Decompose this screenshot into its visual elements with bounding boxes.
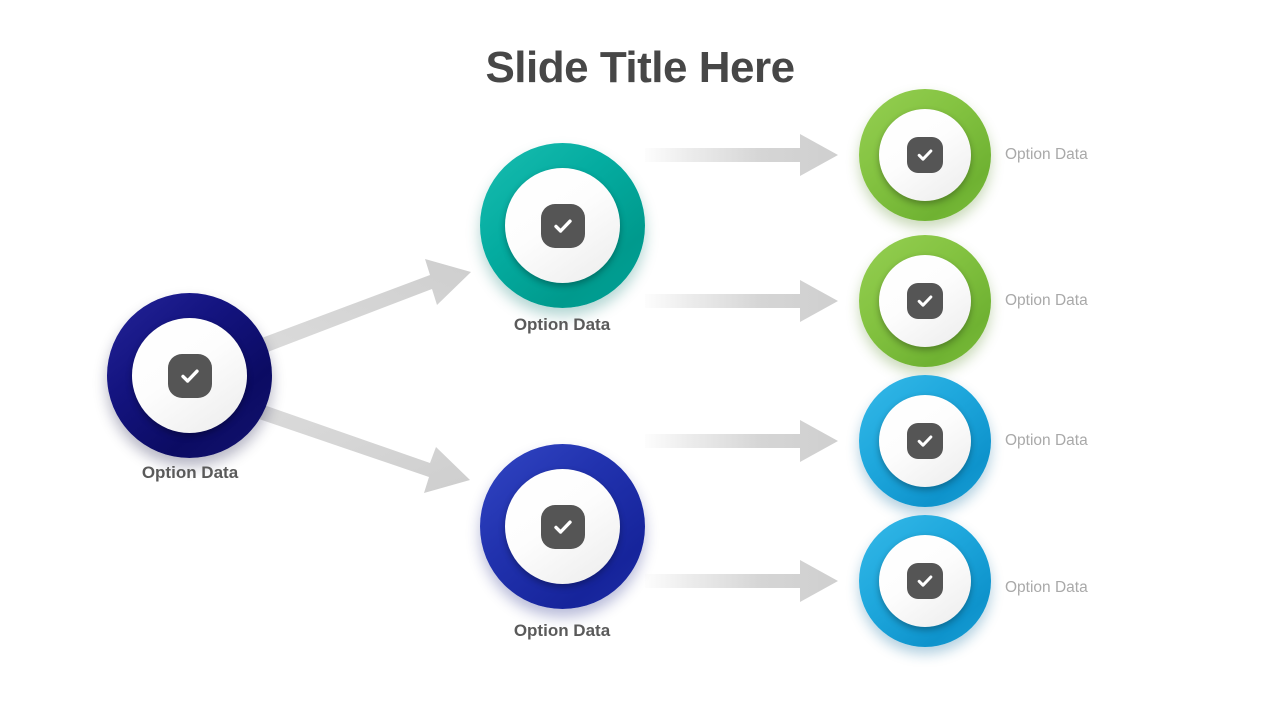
check-circle-icon bbox=[907, 283, 943, 319]
arrow-right-icon-branch-1-to-leaf-1 bbox=[645, 134, 838, 176]
node-leaf-3-inner bbox=[879, 395, 971, 487]
node-leaf-4-inner bbox=[879, 535, 971, 627]
node-leaf-2[interactable] bbox=[859, 235, 991, 367]
node-leaf-1[interactable] bbox=[859, 89, 991, 221]
check-circle-icon bbox=[540, 203, 585, 248]
node-leaf-1-inner bbox=[879, 109, 971, 201]
page-title: Slide Title Here bbox=[485, 43, 795, 92]
node-leaf-3[interactable] bbox=[859, 375, 991, 507]
node-branch-2-label: Option Data bbox=[513, 621, 611, 640]
node-branch-1-label: Option Data bbox=[513, 315, 611, 334]
arrow-right-icon-root-to-branch-1 bbox=[259, 259, 471, 353]
node-branch-2-inner bbox=[505, 469, 620, 584]
node-root-inner bbox=[132, 318, 247, 433]
node-leaf-4[interactable] bbox=[859, 515, 991, 647]
node-branch-1-inner bbox=[505, 168, 620, 283]
node-leaf-2-inner bbox=[879, 255, 971, 347]
check-circle-icon bbox=[907, 137, 943, 173]
node-root-label: Option Data bbox=[141, 463, 239, 482]
check-circle-icon bbox=[907, 423, 943, 459]
node-branch-1[interactable] bbox=[480, 143, 645, 308]
node-branch-2[interactable] bbox=[480, 444, 645, 609]
node-leaf-2-label: Option Data bbox=[1005, 292, 1088, 309]
arrow-right-icon-branch-2-to-leaf-4 bbox=[645, 560, 838, 602]
arrow-right-icon-branch-2-to-leaf-3 bbox=[645, 420, 838, 462]
node-leaf-1-label: Option Data bbox=[1005, 146, 1088, 163]
node-root[interactable] bbox=[107, 293, 272, 458]
check-circle-icon bbox=[540, 504, 585, 549]
node-leaf-4-label: Option Data bbox=[1005, 579, 1088, 596]
arrow-right-icon-branch-1-to-leaf-2 bbox=[645, 280, 838, 322]
check-circle-icon bbox=[907, 563, 943, 599]
check-circle-icon bbox=[167, 353, 212, 398]
node-leaf-3-label: Option Data bbox=[1005, 432, 1088, 449]
